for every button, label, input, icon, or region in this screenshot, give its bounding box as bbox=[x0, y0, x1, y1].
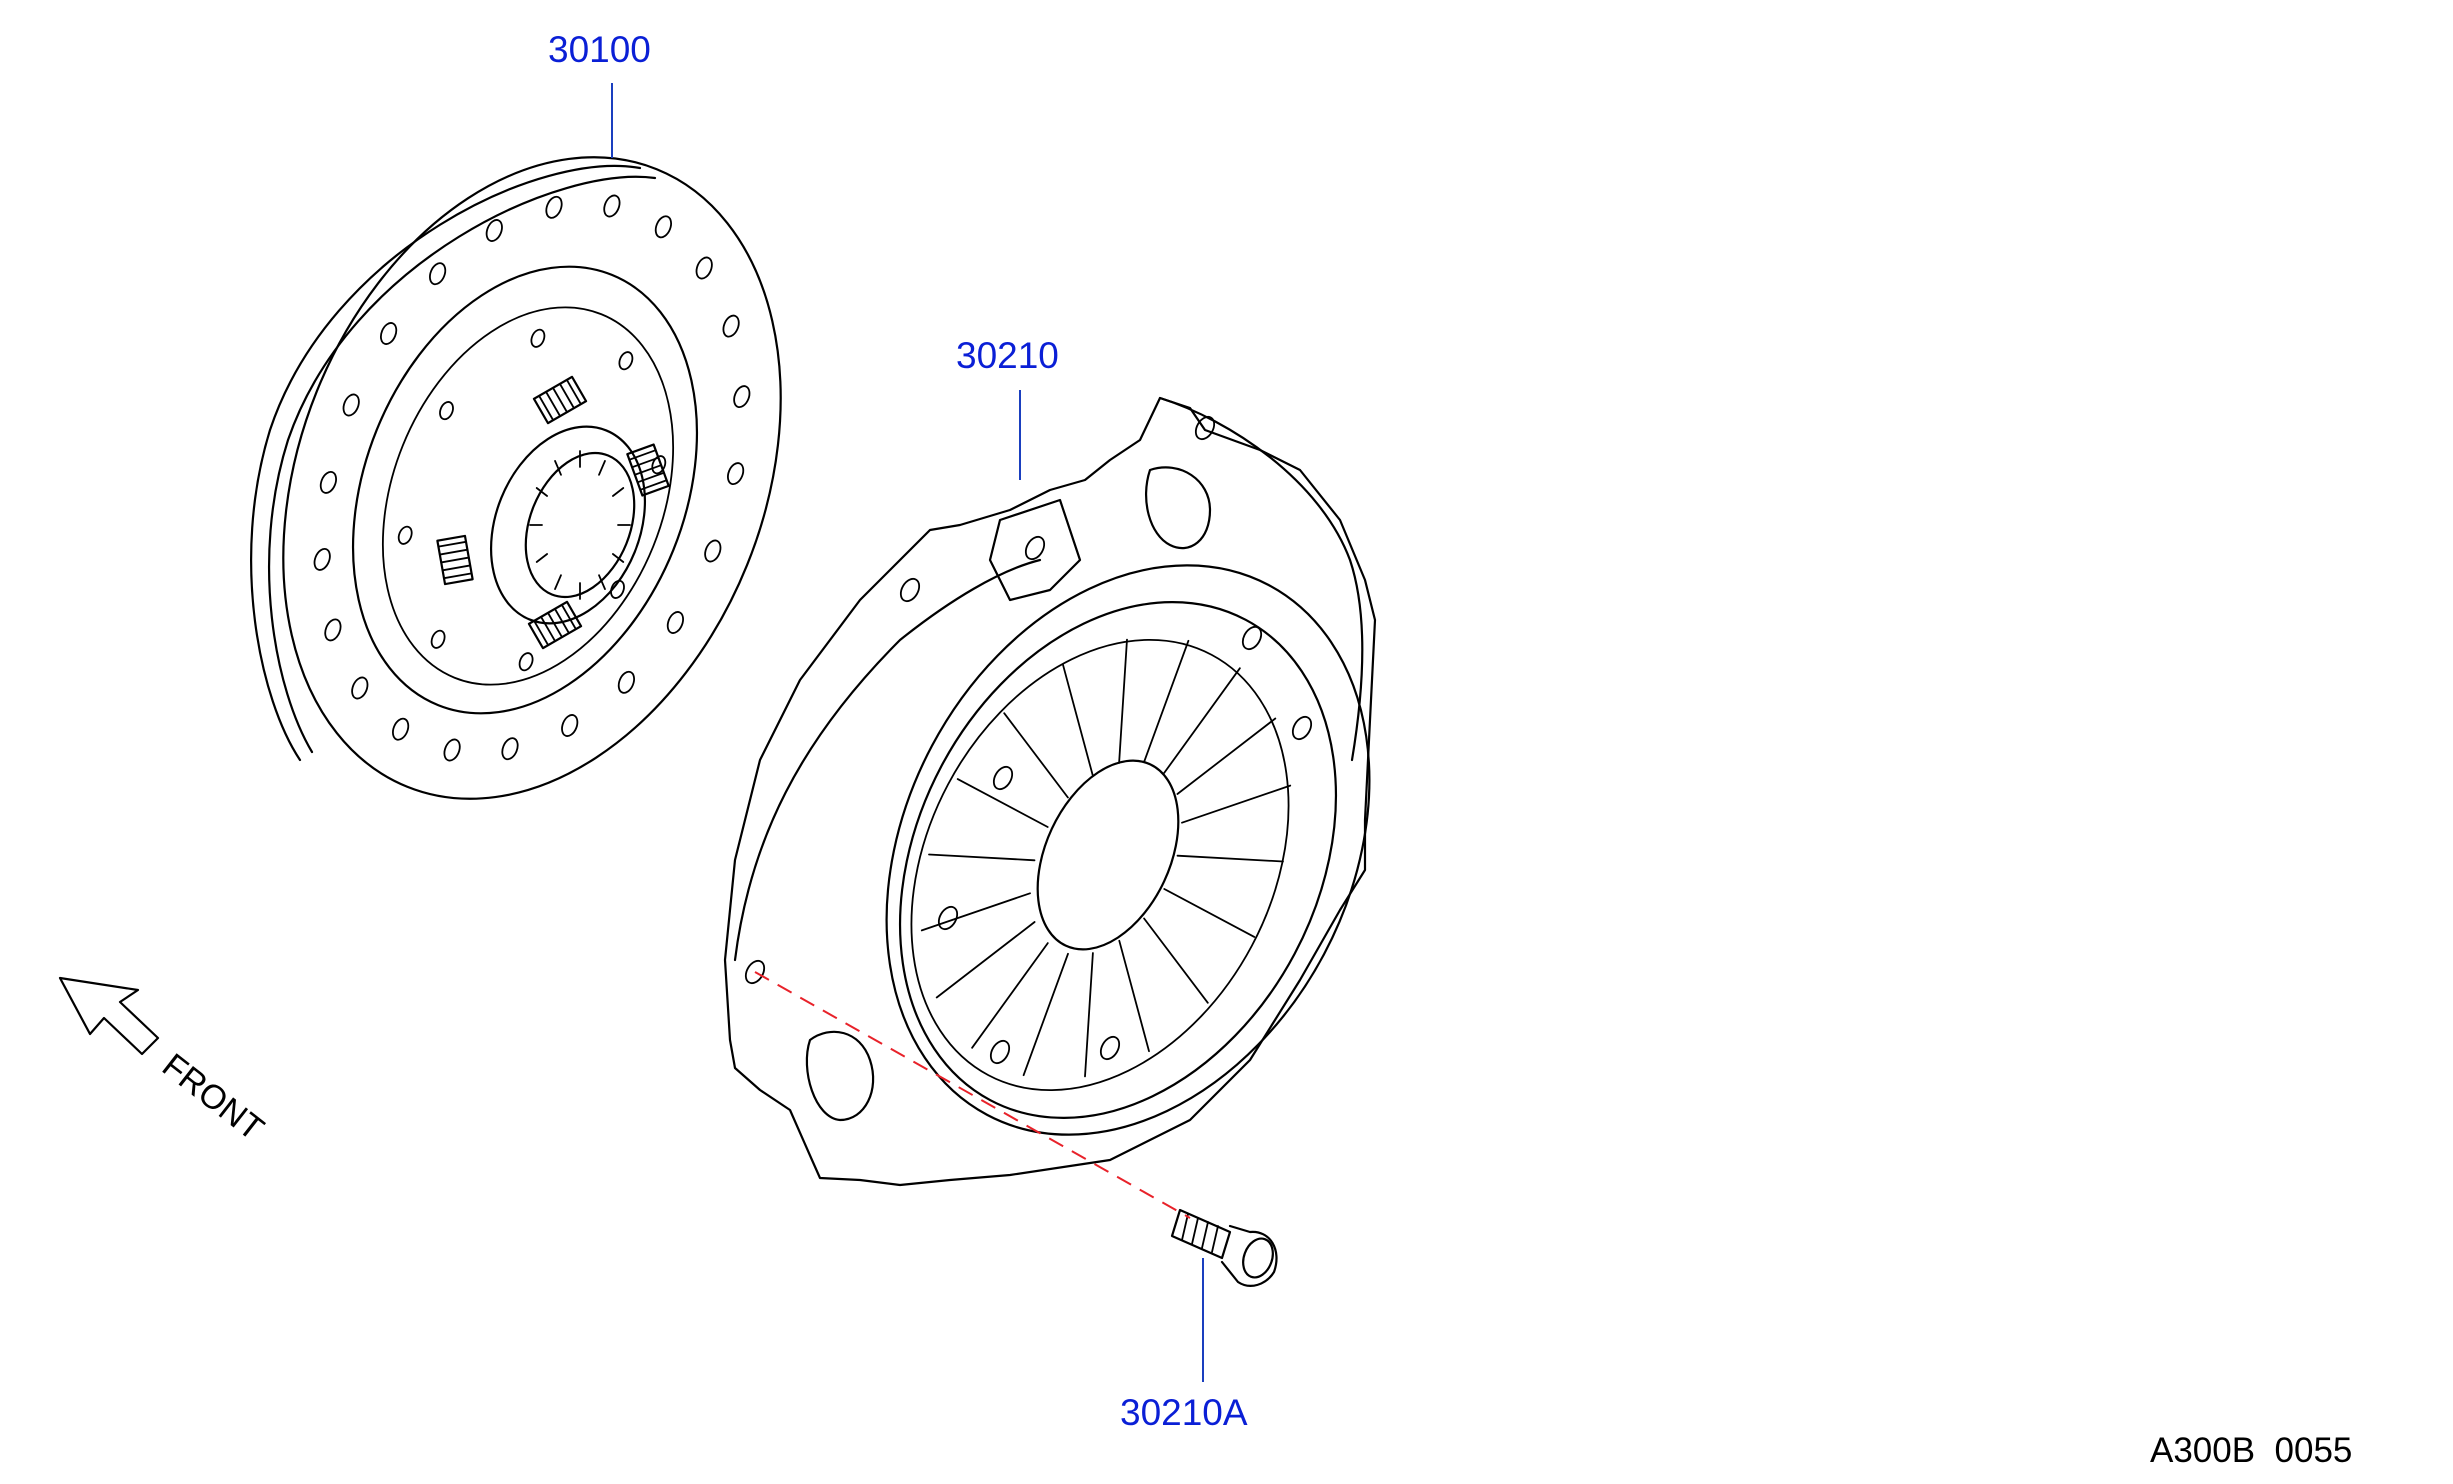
disc-rivet-hole bbox=[733, 385, 751, 409]
diaphragm-finger bbox=[1084, 952, 1094, 1078]
diaphragm-finger bbox=[1118, 939, 1150, 1053]
cover-mounting-hole bbox=[992, 765, 1014, 791]
damper-spring-coil bbox=[443, 572, 473, 580]
cover-mounting-hole bbox=[989, 1039, 1011, 1065]
disc-rivet-hole bbox=[722, 314, 740, 338]
disc-rivet-hole bbox=[392, 717, 410, 741]
disc-inner-rivet bbox=[530, 328, 546, 348]
cover-mounting-hole bbox=[1024, 535, 1046, 561]
diaphragm-finger bbox=[1163, 667, 1241, 774]
disc-rivet-hole bbox=[603, 194, 621, 218]
disc-rivet-hole bbox=[501, 737, 519, 761]
disc-rivet-hole bbox=[727, 462, 745, 486]
diaphragm-finger bbox=[956, 778, 1049, 828]
damper-spring-coil bbox=[538, 394, 555, 422]
cover-mounting-hole bbox=[1099, 1035, 1121, 1061]
hub-spline bbox=[598, 574, 606, 590]
hub-spline bbox=[554, 574, 562, 590]
diaphragm-finger bbox=[971, 942, 1049, 1049]
diaphragm-finger bbox=[1176, 717, 1277, 795]
cover-mounting-hole bbox=[1241, 625, 1263, 651]
damper-spring-coil bbox=[533, 619, 550, 647]
disc-rivet-hole bbox=[666, 611, 684, 634]
diaphragm-finger bbox=[1143, 639, 1190, 764]
disc-inner-rivet bbox=[610, 579, 625, 599]
disc-rivet-hole bbox=[617, 670, 635, 694]
callout-clutch-disc[interactable]: 30100 bbox=[548, 29, 651, 70]
clutch-disc-drawing bbox=[250, 156, 782, 800]
cover-mounting-hole bbox=[1194, 415, 1216, 441]
clutch-cover-drawing bbox=[723, 396, 1377, 1187]
disc-rivet-hole bbox=[545, 195, 563, 219]
damper-spring-coil bbox=[440, 556, 470, 564]
damper-spring-coil bbox=[559, 382, 575, 410]
cover-bolt-drawing bbox=[1170, 1208, 1278, 1287]
damper-spring-coil bbox=[438, 548, 469, 556]
disc-rivet-hole bbox=[319, 470, 337, 494]
diaphragm-finger bbox=[935, 921, 1036, 999]
diagram-reference-code: A300B 0055 bbox=[2150, 1431, 2352, 1470]
diaphragm-finger bbox=[920, 892, 1031, 932]
damper-spring-coil bbox=[540, 615, 556, 643]
disc-inner-rivet bbox=[430, 629, 446, 649]
disc-inner-rivet bbox=[618, 351, 634, 371]
disc-rivet-hole bbox=[485, 219, 503, 242]
disc-rivet-hole bbox=[695, 256, 713, 280]
damper-spring-coil bbox=[565, 378, 582, 406]
disc-inner-rivet bbox=[518, 652, 534, 672]
diaphragm-finger bbox=[928, 853, 1036, 862]
disc-rivet-hole bbox=[561, 714, 579, 737]
diaphragm-finger bbox=[1181, 784, 1292, 824]
hub-spline bbox=[535, 487, 548, 497]
hub-spline bbox=[535, 553, 548, 563]
front-arrow-icon bbox=[58, 976, 160, 1056]
disc-inner-rivet bbox=[651, 455, 667, 475]
front-direction-indicator: FRONT bbox=[58, 976, 271, 1148]
hub-spline bbox=[554, 460, 562, 476]
disc-rivet-hole bbox=[324, 618, 342, 642]
damper-spring-coil bbox=[554, 607, 570, 635]
disc-inner-rivet bbox=[397, 525, 413, 545]
damper-spring-coil bbox=[560, 603, 577, 631]
damper-spring-coil bbox=[633, 464, 663, 476]
damper-spring-coil bbox=[437, 540, 467, 548]
damper-spring-coil bbox=[552, 386, 568, 414]
diaphragm-finger bbox=[1003, 712, 1069, 799]
cover-mounting-hole bbox=[899, 577, 921, 603]
damper-spring-coil bbox=[545, 390, 561, 418]
diaphragm-finger bbox=[1022, 952, 1069, 1077]
disc-rivet-hole bbox=[351, 676, 369, 700]
disc-rivet-hole bbox=[443, 738, 461, 762]
disc-rivet-hole bbox=[654, 215, 672, 239]
diaphragm-finger bbox=[1163, 888, 1256, 938]
callout-clutch-cover[interactable]: 30210 bbox=[956, 335, 1059, 376]
callout-cover-bolt[interactable]: 30210A bbox=[1120, 1392, 1248, 1433]
disc-rivet-hole bbox=[429, 262, 447, 286]
disc-rivet-hole bbox=[342, 393, 360, 417]
hub-spline bbox=[612, 487, 625, 497]
damper-spring-coil bbox=[628, 449, 657, 461]
diaphragm-finger bbox=[1062, 663, 1094, 777]
hub-spline bbox=[598, 460, 606, 476]
damper-spring-coil bbox=[547, 611, 563, 639]
assembly-dash-line bbox=[754, 971, 1191, 1219]
damper-spring-coil bbox=[639, 479, 668, 491]
damper-spring-coil bbox=[636, 471, 665, 484]
diaphragm-finger bbox=[1118, 638, 1128, 764]
disc-rivet-hole bbox=[313, 547, 331, 571]
disc-inner-rivet bbox=[439, 401, 454, 421]
damper-spring-coil bbox=[631, 456, 660, 469]
diaphragm-finger bbox=[1176, 854, 1284, 863]
diaphragm-finger bbox=[1143, 917, 1209, 1004]
disc-rivet-hole bbox=[380, 322, 398, 345]
cover-mounting-hole bbox=[937, 905, 959, 931]
damper-spring-coil bbox=[441, 564, 472, 572]
hub-spline bbox=[612, 553, 625, 563]
front-label: FRONT bbox=[155, 1046, 271, 1148]
disc-rivet-hole bbox=[704, 539, 722, 563]
cover-mounting-hole bbox=[1291, 715, 1313, 741]
